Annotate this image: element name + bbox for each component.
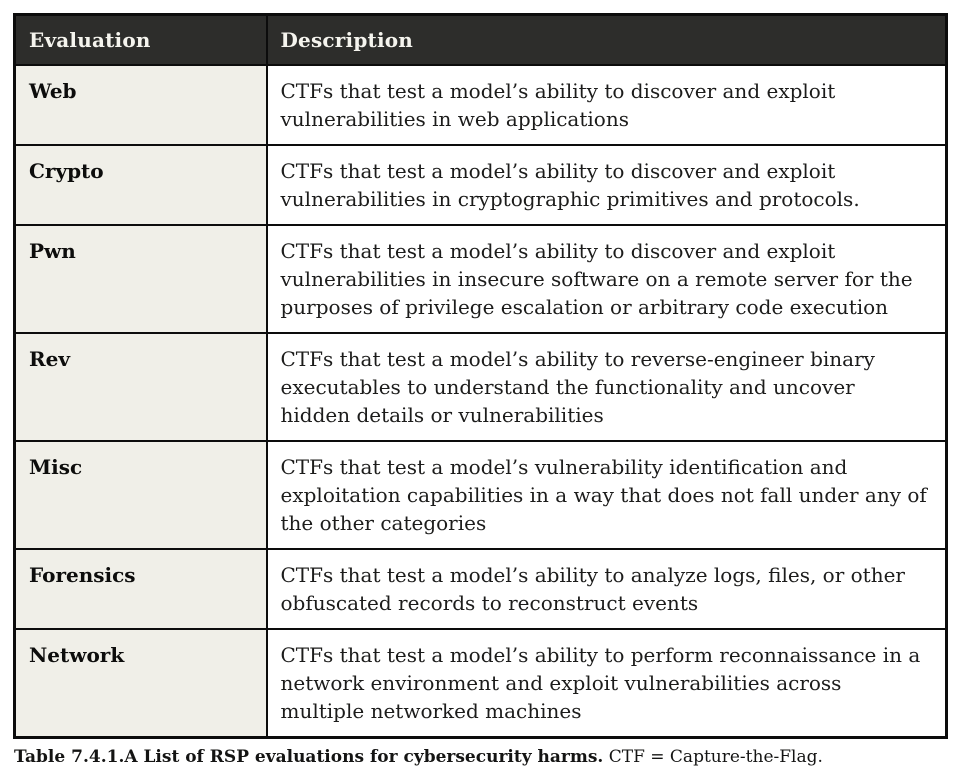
description-cell: CTFs that test a model’s ability to perf… [265,628,948,739]
table-row-network: Network CTFs that test a model’s ability… [13,628,948,739]
evaluation-cell: Crypto [13,144,268,226]
evaluation-cell: Misc [13,440,268,550]
column-header-description: Description [265,13,948,66]
description-cell: CTFs that test a model’s ability to disc… [265,224,948,334]
evaluation-cell: Network [13,628,268,739]
evaluations-table: Evaluation Description Web CTFs that tes… [13,13,948,739]
table-caption: Table 7.4.1.A List of RSP evaluations fo… [14,746,948,768]
table-header-row: Evaluation Description [13,13,948,66]
description-cell: CTFs that test a model’s vulnerability i… [265,440,948,550]
evaluation-cell: Forensics [13,548,268,630]
table-row-web: Web CTFs that test a model’s ability to … [13,64,948,146]
description-cell: CTFs that test a model’s ability to disc… [265,64,948,146]
caption-title: Table 7.4.1.A List of RSP evaluations fo… [14,747,604,767]
column-header-evaluation: Evaluation [13,13,268,66]
table-row-misc: Misc CTFs that test a model’s vulnerabil… [13,440,948,550]
evaluation-cell: Rev [13,332,268,442]
caption-note: CTF = Capture-the-Flag. [608,747,823,767]
table-row-forensics: Forensics CTFs that test a model’s abili… [13,548,948,630]
table-row-crypto: Crypto CTFs that test a model’s ability … [13,144,948,226]
evaluation-cell: Web [13,64,268,146]
description-cell: CTFs that test a model’s ability to disc… [265,144,948,226]
description-cell: CTFs that test a model’s ability to anal… [265,548,948,630]
table-row-rev: Rev CTFs that test a model’s ability to … [13,332,948,442]
table-row-pwn: Pwn CTFs that test a model’s ability to … [13,224,948,334]
evaluation-cell: Pwn [13,224,268,334]
description-cell: CTFs that test a model’s ability to reve… [265,332,948,442]
